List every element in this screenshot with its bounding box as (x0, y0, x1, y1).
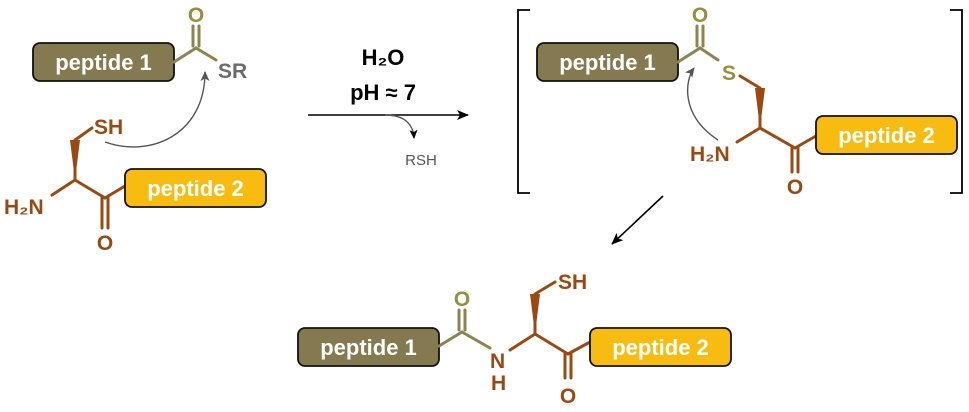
intermediate-peptide1-label: peptide 1 (559, 50, 656, 75)
curly-arrow-acyl-shift (685, 67, 719, 141)
cys-c-bond (73, 178, 107, 200)
ph-label: pH ≈ 7 (350, 80, 416, 105)
int-cys-carbonyl-o: O (787, 176, 803, 199)
cys-peptide2-bond (103, 184, 127, 200)
bracket-left (517, 9, 530, 194)
prod-wedge-bond (530, 294, 540, 334)
amine-h2n: H₂N (4, 196, 44, 219)
prod-carbonyl-o: O (454, 288, 470, 311)
cys-carbonyl-o: O (97, 232, 113, 255)
intermediate-peptide2-box (815, 115, 958, 155)
prod-cys-peptide2-bond (566, 340, 592, 356)
peptide2-label: peptide 2 (147, 176, 244, 201)
int-thioester-bond-c (676, 46, 702, 64)
wedge-bond (70, 140, 80, 180)
product-peptide2-box (589, 327, 732, 367)
thioester-intermediate: peptide 1 O S H₂N O peptide 2 (517, 4, 963, 199)
prod-amide-n: N (490, 350, 505, 373)
carbonyl-double-bond (191, 24, 201, 48)
prod-cys-carbonyl-o: O (560, 385, 576, 408)
int-cys-carbonyl-double (790, 146, 800, 174)
reactant-cysteine: SH H₂N O peptide 2 (4, 116, 267, 255)
int-c-s-bond (698, 46, 720, 62)
carbonyl-o: O (188, 4, 204, 27)
curly-arrow-attack (104, 71, 210, 148)
bracket-right (950, 9, 963, 194)
intermediate-peptide2-label: peptide 2 (838, 123, 935, 148)
product-peptide2-label: peptide 2 (612, 335, 709, 360)
prod-n-ca-bond (508, 332, 537, 352)
byproduct-arrow (384, 114, 418, 139)
prod-carbonyl-double (457, 308, 467, 332)
int-cys-n-bond (735, 126, 762, 144)
prod-cys-carbonyl-double (563, 352, 573, 380)
peptide1-label: peptide 1 (55, 50, 152, 75)
thioester-bond-s (194, 46, 218, 62)
rearrangement-arrow (611, 195, 664, 245)
int-cys-peptide2-bond (793, 134, 818, 150)
leaving-group-sr: SR (218, 60, 247, 83)
reaction-conditions: H₂O pH ≈ 7 RSH (308, 45, 469, 169)
product-peptide1-label: peptide 1 (320, 335, 417, 360)
int-cys-c-bond (758, 126, 797, 150)
cys-carbonyl-double (100, 196, 110, 230)
int-amine-h2n: H₂N (690, 143, 730, 166)
thioester-bond-c (172, 46, 198, 64)
prod-ca-c-bond (533, 332, 570, 356)
int-carbonyl-double (695, 24, 705, 48)
int-thioester-s: S (722, 62, 736, 85)
prod-amide-bond-c (437, 330, 464, 348)
byproduct-rsh: RSH (405, 152, 437, 169)
reactant-thioester: peptide 1 O SR (32, 4, 247, 83)
product-ligated-peptide: peptide 1 O N H SH O peptide 2 (297, 271, 732, 408)
int-carbonyl-o: O (692, 4, 708, 27)
prod-thiol-sh: SH (558, 271, 587, 294)
cys-n-bond (50, 178, 77, 197)
thiol-sh: SH (94, 116, 123, 139)
solvent-h2o: H₂O (362, 45, 405, 70)
int-wedge-bond (755, 88, 765, 128)
prod-c-n-bond (460, 330, 492, 350)
peptide2-box (124, 168, 267, 208)
prod-amide-h: H (491, 372, 506, 395)
